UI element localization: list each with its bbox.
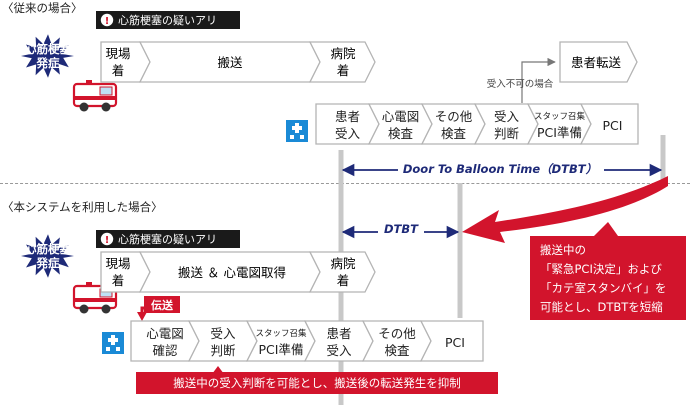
new-hospital-step-2-line2: PCI準備: [259, 342, 304, 357]
refusal-note: 受入不可の場合: [487, 78, 554, 90]
new-hospital-step-4-line1: その他: [378, 326, 416, 341]
onset-new-line2: 発症: [36, 256, 60, 270]
section-label-conventional: 〈従来の場合〉: [2, 1, 83, 15]
suspect-label-conventional: 心筋梗塞の疑いアリ: [118, 13, 217, 27]
step-arrive-conventional-line2: 着: [112, 63, 125, 78]
new-hospital-step-2-small: スタッフ召集: [255, 328, 307, 339]
callout-box: [530, 236, 686, 320]
step-arrive-conventional-line1: 現場: [105, 46, 130, 61]
onset-conventional-line2: 発症: [36, 56, 60, 70]
ambulance-icon: [72, 80, 118, 112]
conv-hospital-step-4-small: スタッフ召集: [534, 111, 586, 122]
exclamation-circle-icon: [100, 232, 114, 246]
step-transport-new-label: 搬送 ＆ 心電図取得: [178, 265, 286, 280]
conv-hospital-step-2-line1: その他: [435, 109, 473, 124]
conv-hospital-step-4-line2: PCI準備: [537, 125, 582, 140]
transfer-label: 患者転送: [571, 55, 622, 70]
dtbt-label-new: DTBT: [384, 222, 419, 236]
conv-hospital-step-5: [579, 103, 639, 145]
step-transfer: [559, 41, 638, 83]
new-hospital-step-0-line1: 心電図: [146, 326, 184, 341]
onset-conventional-line1: 心筋梗塞: [25, 42, 71, 56]
suspect-label-new: 心筋梗塞の疑いアリ: [118, 232, 217, 246]
conv-hospital-step-1-line2: 検査: [388, 126, 414, 141]
step-hospital-new-line1: 病院: [330, 256, 356, 271]
bottom-note-box: [136, 372, 498, 394]
conv-hospital-step-3-line1: 受入: [494, 109, 520, 124]
hospital-building-icon: [102, 332, 124, 354]
step-arrive-new-line2: 着: [112, 273, 125, 288]
new-hospital-step-4-line2: 検査: [384, 343, 410, 358]
section-label-new-system: 〈本システムを利用した場合〉: [2, 200, 163, 214]
svg-text:!: !: [105, 235, 110, 246]
step-transport-conventional-label: 搬送: [217, 55, 243, 70]
exclamation-circle-icon: [100, 13, 114, 27]
hospital-building-icon: [286, 120, 308, 142]
new-hospital-step-3-line2: 受入: [326, 343, 352, 358]
step-hospital-new: [308, 251, 376, 293]
dtbt-label-conventional: Door To Balloon Time（DTBT）: [403, 162, 597, 176]
callout-line1: 搬送中の: [540, 243, 586, 257]
conv-hospital-step-3-line2: 判断: [494, 126, 519, 141]
new-hospital-step-5-line1: PCI: [445, 335, 465, 350]
svg-text:!: !: [105, 16, 110, 27]
callout-line4: 可能とし、DTBTを短縮: [540, 300, 663, 314]
new-hospital-step-1-line1: 受入: [210, 326, 236, 341]
bottom-note: 搬送中の受入判断を可能とし、搬送後の転送発生を抑制: [173, 376, 461, 390]
refusal-branch-line: [521, 57, 556, 103]
section-divider: [0, 183, 690, 184]
callout-line3: 「カテ室スタンバイ」を: [540, 281, 667, 295]
suspect-badge-new: ! 心筋梗塞の疑いアリ: [96, 230, 240, 248]
conv-hospital-step-0-line2: 受入: [335, 126, 361, 141]
suspect-badge-conventional: ! 心筋梗塞の疑いアリ: [96, 11, 240, 29]
starburst-onset-new: 心筋梗塞 発症: [21, 234, 74, 278]
step-arrive-new-line1: 現場: [105, 256, 130, 271]
conv-hospital-step-0-line1: 患者: [335, 109, 360, 124]
shortening-arrow: [462, 176, 668, 243]
starburst-onset-conventional: 心筋梗塞 発症: [21, 34, 74, 78]
conv-hospital-step-1-line1: 心電図: [382, 109, 420, 124]
step-hospital-conventional-line2: 着: [337, 63, 350, 78]
transmit-tag: [144, 296, 180, 313]
conv-hospital-step-5-line1: PCI: [603, 118, 623, 133]
step-hospital-conventional-line1: 病院: [330, 46, 356, 61]
new-hospital-step-5: [419, 320, 484, 362]
onset-new-line1: 心筋梗塞: [25, 242, 71, 256]
conv-hospital-step-2-line2: 検査: [441, 126, 467, 141]
new-hospital-step-3-line1: 患者: [326, 326, 351, 341]
step-hospital-conventional: [308, 41, 376, 83]
new-hospital-step-0-line2: 確認: [152, 343, 178, 358]
callout-line2: 「緊急PCI決定」および: [540, 262, 662, 276]
step-hospital-new-line2: 着: [337, 273, 350, 288]
transmit-label: 伝送: [151, 298, 174, 312]
new-hospital-step-1-line2: 判断: [210, 343, 235, 358]
